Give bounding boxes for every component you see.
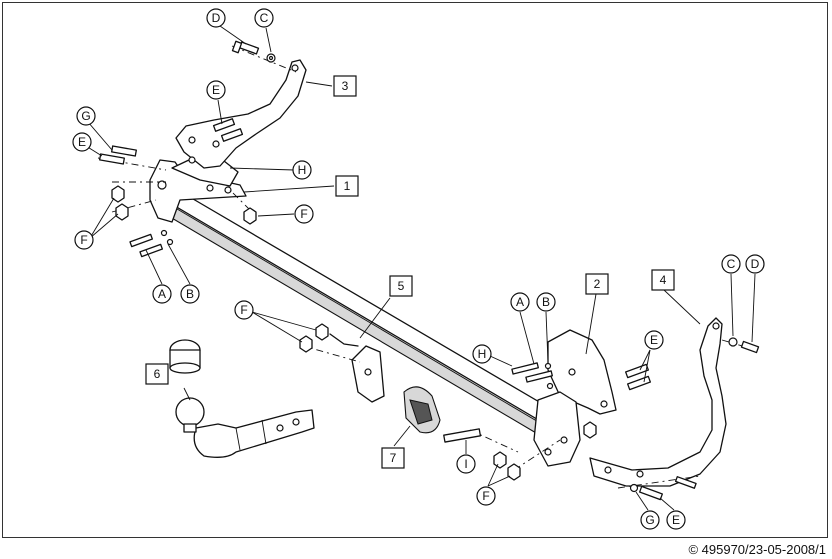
callout-d-top: D xyxy=(206,8,226,28)
svg-text:A: A xyxy=(516,295,524,309)
callout-d-right: D xyxy=(745,254,765,274)
nuts-f-left xyxy=(111,185,257,225)
bolt-i-bottom xyxy=(443,428,482,443)
exploded-assembly-drawing: D C E G E H F F A B F A B H E C D I F G … xyxy=(72,8,765,530)
callout-e-right: E xyxy=(644,330,664,350)
svg-text:E: E xyxy=(78,135,86,149)
part-label-7: 7 xyxy=(381,447,405,469)
svg-text:2: 2 xyxy=(594,277,601,291)
callout-f-bottom: F xyxy=(476,486,496,506)
washer-c-top xyxy=(266,53,276,63)
part-label-2: 2 xyxy=(585,273,609,295)
part-label-4: 4 xyxy=(651,269,675,291)
nuts-f-bottom xyxy=(493,421,597,481)
svg-text:C: C xyxy=(260,11,269,25)
nuts-f-center xyxy=(299,323,359,353)
part-label-6: 6 xyxy=(145,363,169,385)
svg-text:D: D xyxy=(751,257,760,271)
copyright-text: © 495970/23-05-2008/1 xyxy=(688,542,826,557)
part-label-3: 3 xyxy=(333,75,357,97)
bolts-e-upper xyxy=(212,118,244,142)
callout-b-left: B xyxy=(180,284,200,304)
svg-text:5: 5 xyxy=(398,279,405,293)
callout-g-bottom: G xyxy=(640,510,660,530)
bolt-d-top xyxy=(231,40,260,55)
leader-lines xyxy=(85,25,756,511)
drawing-frame xyxy=(2,2,828,538)
callout-e-left: E xyxy=(72,132,92,152)
crossbar-part-5 xyxy=(164,195,571,441)
callout-f-center: F xyxy=(234,300,254,320)
svg-text:G: G xyxy=(81,109,90,123)
svg-text:D: D xyxy=(212,11,221,25)
svg-text:7: 7 xyxy=(390,451,397,465)
svg-text:H: H xyxy=(298,163,307,177)
svg-text:E: E xyxy=(212,83,220,97)
svg-text:B: B xyxy=(186,287,194,301)
callout-a-left: A xyxy=(152,284,172,304)
right-side-bracket-part-2 xyxy=(533,329,617,467)
callout-f-left: F xyxy=(74,230,94,250)
svg-text:H: H xyxy=(478,347,487,361)
svg-text:B: B xyxy=(542,295,550,309)
bolts-g-e-bottom xyxy=(629,476,697,501)
part-label-1: 1 xyxy=(335,175,359,197)
washer-bolt-c-d-right xyxy=(728,337,760,354)
svg-text:E: E xyxy=(650,333,658,347)
callout-e-upper: E xyxy=(206,80,226,100)
svg-text:F: F xyxy=(300,207,307,221)
callout-b-right: B xyxy=(536,292,556,312)
center-hitch-plate xyxy=(351,345,385,403)
svg-text:4: 4 xyxy=(660,273,667,287)
callout-a-right: A xyxy=(510,292,530,312)
upper-left-arm-part-3 xyxy=(175,59,307,169)
callout-h-upper: H xyxy=(292,160,312,180)
svg-text:I: I xyxy=(464,457,467,471)
svg-text:A: A xyxy=(158,287,166,301)
callout-e-bottom: E xyxy=(666,510,686,530)
socket-plate-part-7 xyxy=(403,386,441,434)
callout-h-right: H xyxy=(472,344,492,364)
svg-text:6: 6 xyxy=(154,367,161,381)
part-label-5: 5 xyxy=(389,275,413,297)
callout-c-right: C xyxy=(721,254,741,274)
svg-text:C: C xyxy=(727,257,736,271)
svg-text:1: 1 xyxy=(344,179,351,193)
svg-text:F: F xyxy=(80,233,87,247)
towball-cover-cap xyxy=(169,339,201,374)
svg-text:3: 3 xyxy=(342,79,349,93)
svg-text:G: G xyxy=(645,513,654,527)
towball-part-6 xyxy=(175,397,315,458)
bolts-left xyxy=(99,145,174,258)
svg-text:F: F xyxy=(240,303,247,317)
callout-f-mid: F xyxy=(294,204,314,224)
callout-i-bottom: I xyxy=(456,454,476,474)
svg-text:F: F xyxy=(482,489,489,503)
svg-text:E: E xyxy=(672,513,680,527)
callout-g-left: G xyxy=(76,106,96,126)
callout-c-top: C xyxy=(254,8,274,28)
